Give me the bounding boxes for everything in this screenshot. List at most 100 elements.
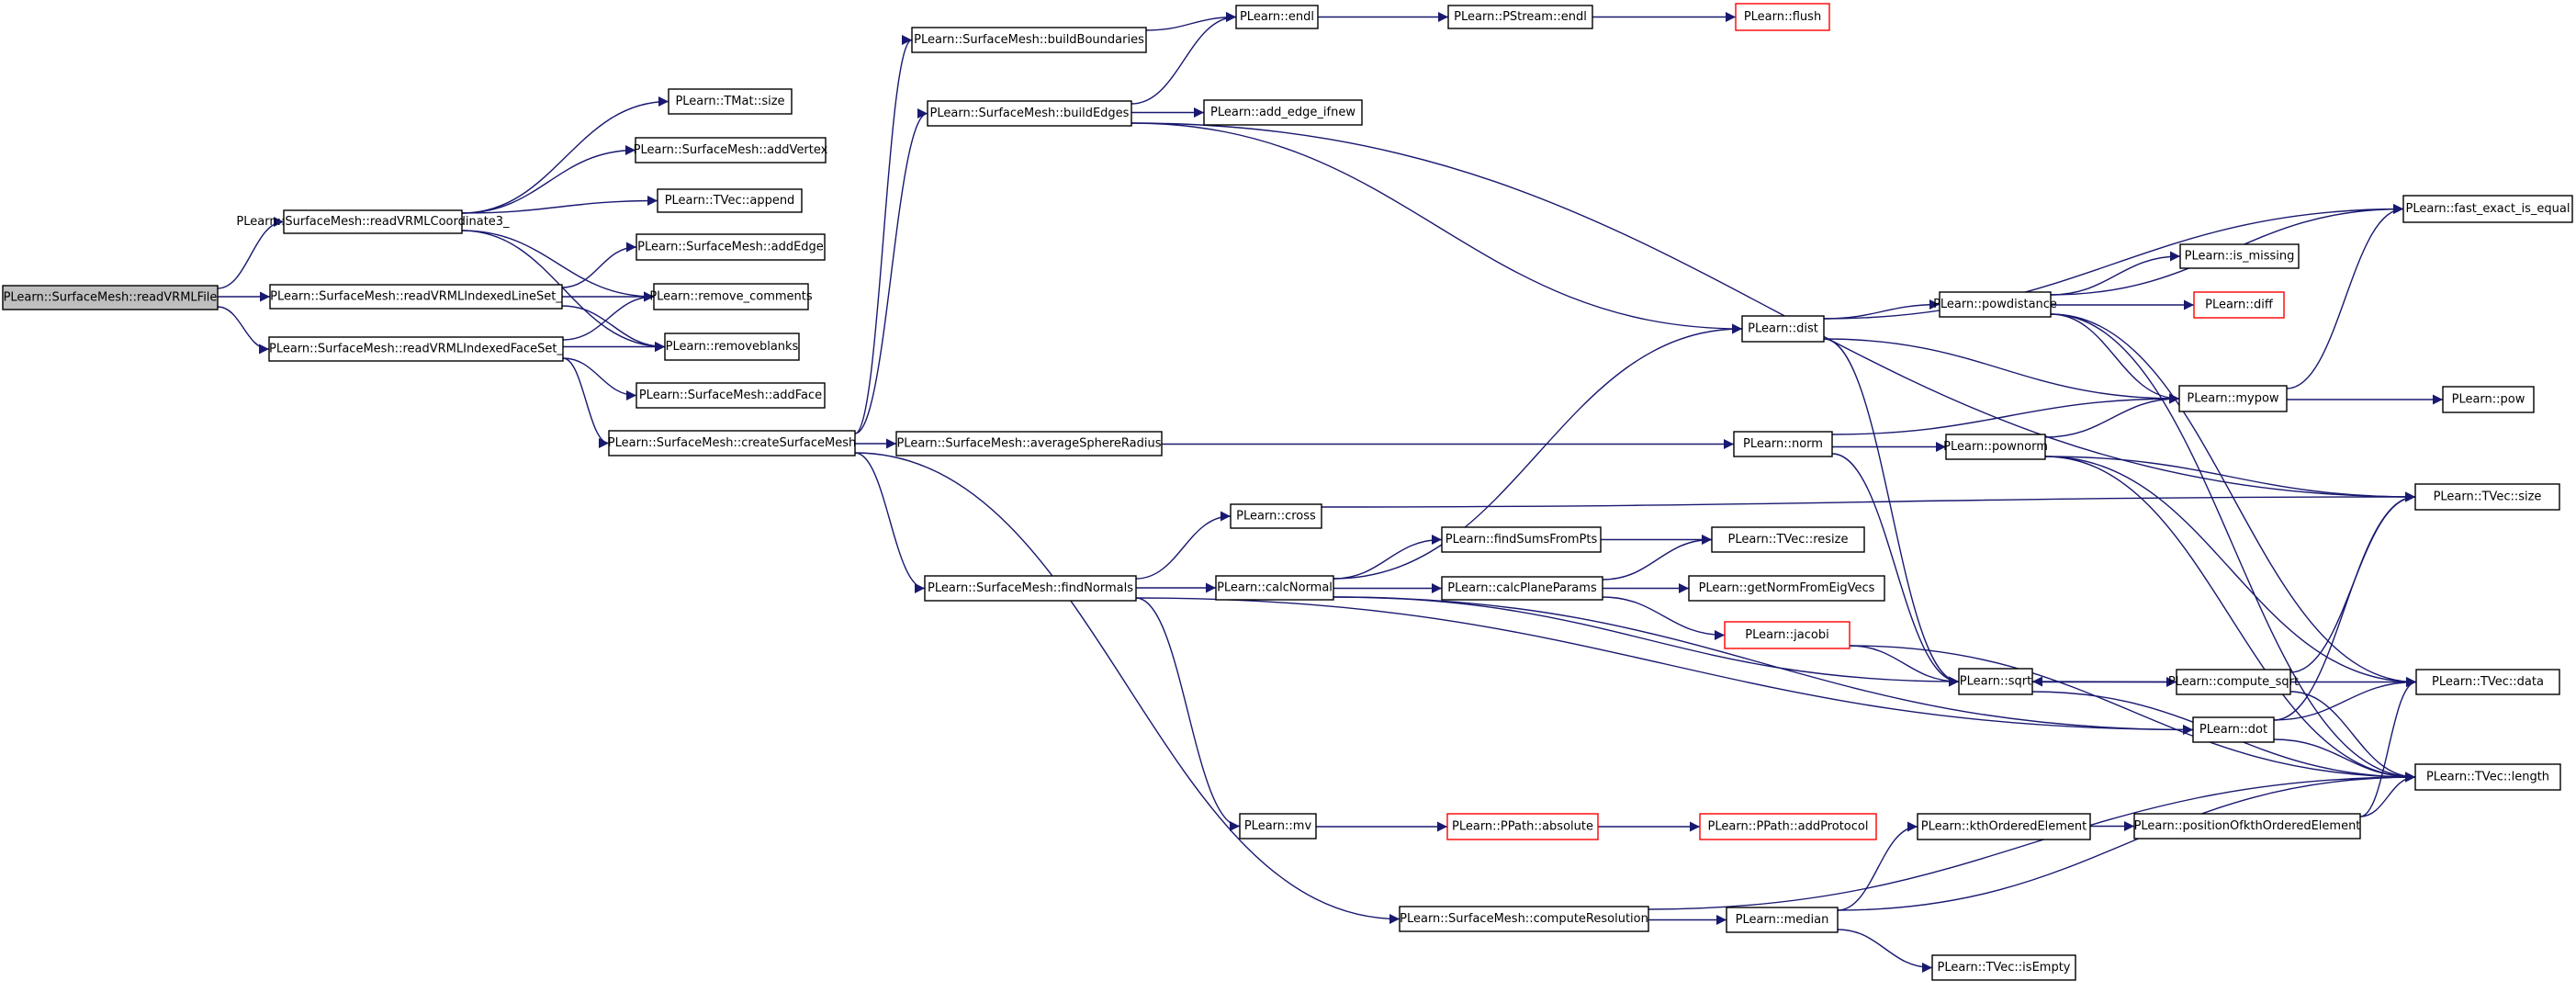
edge-pownorm-to-tvec-size	[2044, 456, 2416, 502]
node-box	[2414, 763, 2561, 791]
edge-jacobi-to-tvec-length	[1849, 645, 2416, 783]
node-box	[1735, 3, 1830, 31]
node-dot[interactable]: PLearn::dot	[2192, 716, 2275, 743]
node-norm[interactable]: PLearn::norm	[1733, 431, 1833, 457]
node-createsurfacemesh[interactable]: PLearn::SurfaceMesh::createSurfaceMesh	[608, 430, 856, 456]
node-addface[interactable]: PLearn::SurfaceMesh::addFace	[636, 382, 826, 409]
node-readvrmlfile[interactable]: PLearn::SurfaceMesh::readVRMLFile	[2, 285, 219, 310]
node-addvertex[interactable]: PLearn::SurfaceMesh::addVertex	[634, 137, 828, 163]
node-box	[1917, 813, 2091, 840]
node-kthorderedelement[interactable]: PLearn::kthOrderedElement	[1917, 813, 2091, 840]
edge-findnormals-to-mv	[1135, 597, 1241, 832]
node-ppath-addprotocol[interactable]: PLearn::PPath::addProtocol	[1699, 813, 1877, 840]
edge-calcnormal-to-dist	[1333, 323, 1743, 580]
node-buildedges[interactable]: PLearn::SurfaceMesh::buildEdges	[927, 100, 1132, 127]
node-add-edge-ifnew[interactable]: PLearn::add_edge_ifnew	[1203, 99, 1363, 126]
node-dist[interactable]: PLearn::dist	[1741, 315, 1825, 343]
node-box	[2, 285, 219, 310]
node-label: PLearn::TVec::append	[665, 194, 795, 208]
edge-jacobi-to-sqrt	[1849, 645, 1960, 687]
edge-pownorm-to-tvec-length	[2044, 456, 2416, 783]
node-label: PLearn::calcPlaneParams	[1447, 581, 1597, 595]
edge-powdistance-to-mypow	[2050, 313, 2180, 404]
node-flush[interactable]: PLearn::flush	[1735, 3, 1830, 31]
node-jacobi[interactable]: PLearn::jacobi	[1724, 621, 1850, 649]
node-remove-comments[interactable]: PLearn::remove_comments	[649, 283, 813, 310]
node-label: PLearn::powdistance	[1933, 298, 2057, 311]
node-fast-exact-is-equal[interactable]: PLearn::fast_exact_is_equal	[2402, 195, 2573, 223]
node-tvec-append[interactable]: PLearn::TVec::append	[657, 188, 803, 213]
node-box	[2402, 195, 2573, 223]
node-addedge[interactable]: PLearn::SurfaceMesh::addEdge	[636, 233, 826, 261]
node-diff[interactable]: PLearn::diff	[2193, 291, 2285, 319]
node-removeblanks[interactable]: PLearn::removeblanks	[664, 332, 800, 361]
edge-pownorm-to-mypow	[2044, 393, 2180, 438]
edge-dist-to-mypow	[1823, 338, 2180, 404]
node-box	[1726, 907, 1839, 933]
node-label: PLearn::SurfaceMesh::computeResolution	[1400, 912, 1648, 926]
node-tvec-data[interactable]: PLearn::TVec::data	[2415, 669, 2560, 695]
node-label: PLearn::SurfaceMesh::addFace	[639, 389, 822, 402]
node-pownorm[interactable]: PLearn::pownorm	[1943, 434, 2048, 460]
node-getnormfromeigvecs[interactable]: PLearn::getNormFromEigVecs	[1688, 575, 1885, 602]
node-box	[2442, 386, 2535, 413]
node-tvec-isempty[interactable]: PLearn::TVec::isEmpty	[1931, 954, 2076, 981]
node-positionofkthorderedelement[interactable]: PLearn::positionOfkthOrderedElement	[2133, 813, 2361, 840]
node-is-missing[interactable]: PLearn::is_missing	[2179, 243, 2300, 269]
node-label: PLearn::sqrt	[1960, 675, 2031, 689]
node-compute-sqrt[interactable]: PLearn::compute_sqrt	[2168, 669, 2299, 695]
node-readvrmlcoordinate3[interactable]: PLearn::SurfaceMesh::readVRMLCoordinate3…	[236, 209, 510, 234]
edge-dist-to-powdistance	[1823, 299, 1940, 320]
edge-createsurfacemesh-to-buildedges	[854, 108, 928, 434]
node-tvec-length[interactable]: PLearn::TVec::length	[2414, 763, 2561, 791]
node-endl[interactable]: PLearn::endl	[1235, 5, 1319, 29]
node-label: PLearn::SurfaceMesh::readVRMLCoordinate3…	[236, 215, 510, 229]
node-findsumsfrompts[interactable]: PLearn::findSumsFromPts	[1441, 526, 1602, 553]
node-averagesphereradius[interactable]: PLearn::SurfaceMesh::averageSphereRadius	[895, 431, 1163, 456]
edge-readvrmlcoordinate3-to-remove-comments	[461, 230, 655, 302]
node-mv[interactable]: PLearn::mv	[1239, 813, 1317, 840]
node-tvec-size[interactable]: PLearn::TVec::size	[2414, 483, 2560, 511]
node-box	[1441, 526, 1602, 553]
node-readvrmlindexedlineset[interactable]: PLearn::SurfaceMesh::readVRMLIndexedLine…	[269, 284, 563, 310]
edge-powdistance-to-tvec-length	[2050, 313, 2416, 783]
node-mypow[interactable]: PLearn::mypow	[2178, 385, 2288, 412]
edge-createsurfacemesh-to-buildboundaries	[854, 35, 913, 434]
node-box	[1724, 621, 1850, 649]
node-sqrt[interactable]: PLearn::sqrt	[1958, 668, 2033, 695]
node-label: PLearn::TVec::isEmpty	[1938, 961, 2071, 975]
node-label: PLearn::SurfaceMesh::addVertex	[634, 143, 828, 157]
node-label: PLearn::dot	[2199, 723, 2267, 737]
edge-findnormals-to-dot	[1135, 597, 2194, 736]
node-computeresolution[interactable]: PLearn::SurfaceMesh::computeResolution	[1399, 906, 1649, 932]
node-box	[1230, 503, 1322, 529]
node-findnormals[interactable]: PLearn::SurfaceMesh::findNormals	[924, 575, 1137, 602]
edge-compute-sqrt-to-tvec-length	[2289, 691, 2416, 783]
node-cross[interactable]: PLearn::cross	[1230, 503, 1322, 529]
node-calcnormal[interactable]: PLearn::calcNormal	[1215, 575, 1334, 601]
node-tmat-size[interactable]: PLearn::TMat::size	[668, 88, 793, 115]
node-label: PLearn::norm	[1743, 437, 1823, 451]
node-layer: PLearn::SurfaceMesh::readVRMLFilePLearn:…	[2, 3, 2573, 981]
node-label: PLearn::remove_comments	[649, 290, 813, 304]
node-ppath-absolute[interactable]: PLearn::PPath::absolute	[1446, 813, 1599, 840]
node-buildboundaries[interactable]: PLearn::SurfaceMesh::buildBoundaries	[911, 27, 1147, 53]
node-box	[1699, 813, 1877, 840]
node-box	[2176, 669, 2291, 695]
node-box	[1446, 813, 1599, 840]
edge-pownorm-to-tvec-data	[2044, 456, 2417, 688]
node-pow[interactable]: PLearn::pow	[2442, 386, 2535, 413]
edge-norm-to-mypow	[1831, 393, 2180, 435]
node-readvrmlindexedfaceset[interactable]: PLearn::SurfaceMesh::readVRMLIndexedFace…	[268, 336, 564, 362]
edge-readvrmlcoordinate3-to-tmat-size	[461, 96, 669, 214]
node-tvec-resize[interactable]: PLearn::TVec::resize	[1711, 526, 1865, 553]
node-label: PLearn::PStream::endl	[1454, 10, 1587, 24]
node-box	[1741, 315, 1825, 343]
node-powdistance[interactable]: PLearn::powdistance	[1933, 291, 2057, 318]
node-pstream-endl[interactable]: PLearn::PStream::endl	[1447, 5, 1593, 29]
node-calcplaneparams[interactable]: PLearn::calcPlaneParams	[1441, 576, 1603, 601]
node-box	[2193, 291, 2285, 319]
edge-median-to-tvec-isempty	[1837, 929, 1933, 974]
node-median[interactable]: PLearn::median	[1726, 907, 1839, 933]
node-box	[1733, 431, 1833, 457]
